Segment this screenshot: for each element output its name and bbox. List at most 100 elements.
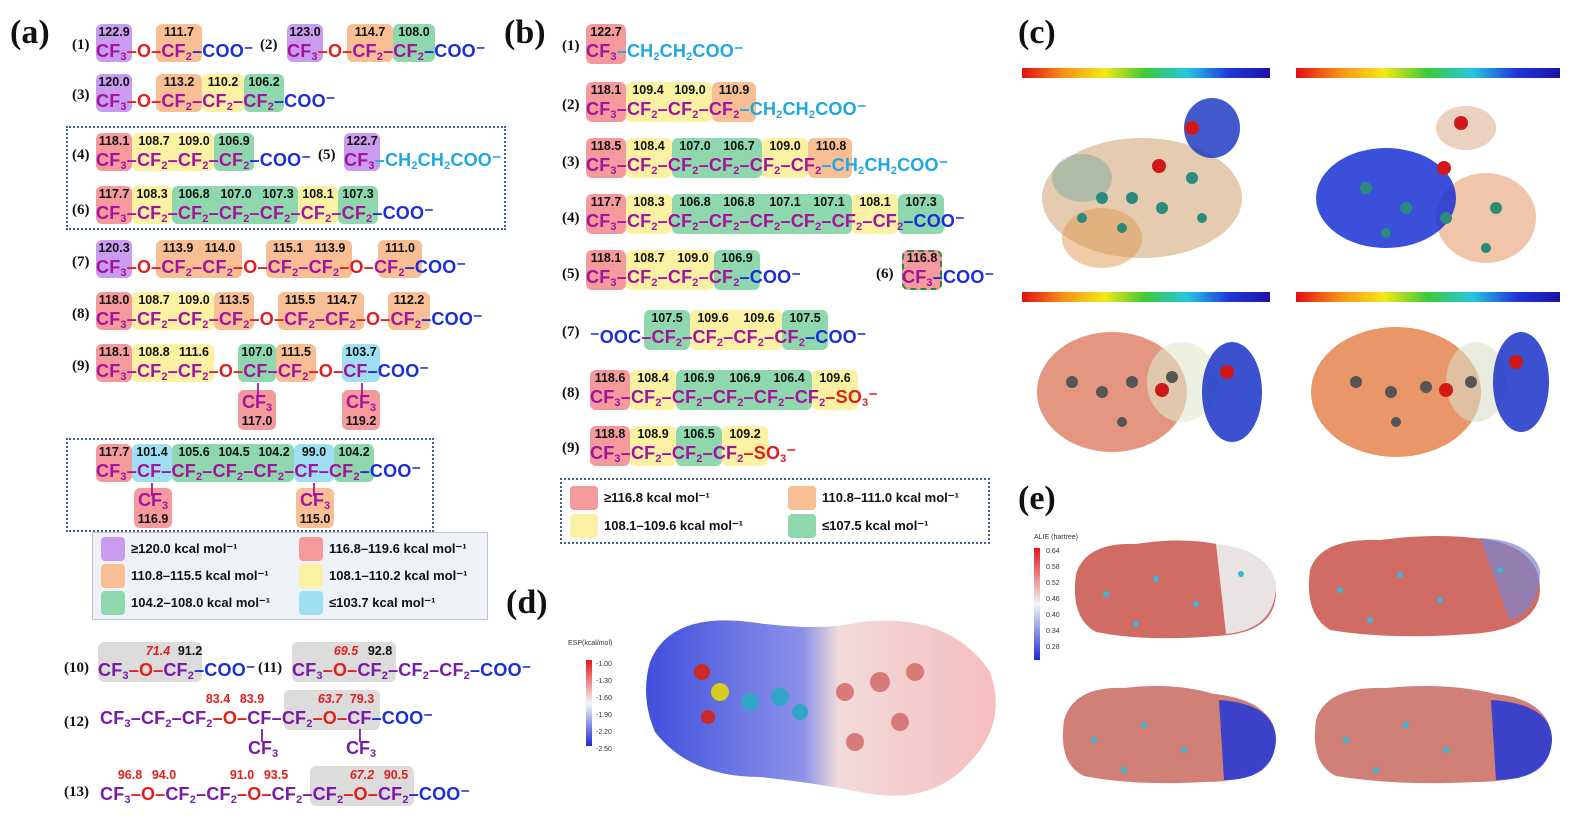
bde-label: 91.2 [177, 644, 203, 658]
bde-label: 120.3 [98, 241, 130, 255]
compound-number: (8) [72, 306, 90, 322]
bde-label: 71.4 [145, 644, 171, 658]
legend-item: 104.2–108.0 kcal mol⁻¹ [131, 595, 271, 610]
bde-label: 109.0 [769, 139, 801, 153]
bde-label: 111.7 [164, 25, 194, 39]
bde-label: 108.9 [637, 427, 669, 441]
legend-item: ≤107.5 kcal mol⁻¹ [822, 518, 929, 533]
compound-b9: 118.8 108.9 106.5 109.2 CF3–CF2–CF2–CF2–… [590, 426, 840, 472]
compound-b8: 118.6 108.4 106.9 106.9 106.4 109.6 CF3–… [590, 370, 920, 416]
bde-label: 109.0 [178, 293, 210, 307]
bde-label: 101.4 [136, 445, 168, 459]
bde-label: 107.5 [651, 311, 683, 325]
compound-a10: 71.4 91.2 CF3–O–CF2–COO⁻ [96, 642, 266, 688]
alie-map-e2 [1300, 530, 1550, 642]
formula: CF3–O–CF2–CF2–CF2–COO⁻ [96, 91, 336, 113]
bde-label: 115.1 [272, 241, 304, 255]
bde-label: 123.0 [289, 25, 321, 39]
formula: CF3–COO⁻ [902, 267, 995, 289]
bde-label: 106.4 [773, 371, 805, 385]
bde-label: 118.8 [594, 427, 626, 441]
legend-a: ≥120.0 kcal mol⁻¹ 116.8–119.6 kcal mol⁻¹… [92, 532, 488, 620]
formula: CF3–CF2–CF2–CF2–CF2–CF2–SO3⁻ [590, 387, 879, 409]
compound-number: (5) [318, 147, 336, 163]
bde-label: 109.6 [743, 311, 775, 325]
panel-label-c: (c) [1018, 14, 1056, 51]
formula: ⁻OOC–CF2–CF2–CF2–CF2–COO⁻ [590, 327, 867, 349]
bde-label: 113.5 [218, 293, 250, 307]
compound-a6: 117.7 108.3 106.8 107.0 107.3 108.1 107.… [96, 186, 446, 232]
esp-ticks: -1.00 -1.30 -1.60 -1.90 -2.20 -2.50 [596, 661, 612, 753]
esp-map-c1 [1022, 68, 1270, 280]
formula: CF3–O–CF2–COO⁻ [98, 660, 256, 682]
bde-label: 107.0 [241, 345, 273, 359]
alie-ticks: 0.64 0.58 0.52 0.46 0.40 0.34 0.28 [1046, 548, 1060, 651]
bde-label: 116.8 [906, 251, 938, 265]
bde-label: 114.7 [354, 25, 386, 39]
formula: CF3–O–CF2–COO⁻ [96, 41, 254, 63]
bde-label: 114.0 [204, 241, 236, 255]
formula: CF3–CF2–CF2–CF2–CF2–CF2–CH2CH2COO⁻ [586, 155, 949, 177]
panel-label-d: (d) [506, 584, 548, 621]
bde-label: 108.1 [302, 187, 334, 201]
legend-item: ≤103.7 kcal mol⁻¹ [329, 595, 436, 610]
compound-a13: 96.8 94.0 91.0 93.5 67.2 90.5 CF3–O–CF2–… [100, 766, 480, 812]
legend-item: 108.1–110.2 kcal mol⁻¹ [329, 568, 468, 583]
compound-a1: 122.9 111.7 CF3–O–CF2–COO⁻ [96, 24, 266, 70]
esp-surface-d [630, 602, 1010, 812]
bde-label: 117.0 [241, 414, 273, 428]
esp-map-c3 [1022, 292, 1270, 472]
compound-a12: 83.4 83.9 63.7 79.3 CF3–CF2–CF2–O–CF–CF2… [100, 690, 434, 760]
bde-label: 105.6 [178, 445, 210, 459]
compound-a9: 118.1 108.8 111.6 107.0 111.5 103.7 CF3–… [96, 344, 430, 430]
bde-label: 79.3 [349, 692, 375, 706]
bde-label: 106.2 [248, 75, 280, 89]
compound-a5: 122.7 CF3–CH2CH2COO⁻ [344, 133, 504, 179]
bde-label: 118.0 [98, 293, 130, 307]
bde-label: 110.8 [815, 139, 847, 153]
compound-number: (1) [562, 38, 580, 54]
legend-b: ≥116.8 kcal mol⁻¹ 110.8–111.0 kcal mol⁻¹… [560, 478, 990, 544]
bde-label: 115.5 [284, 293, 316, 307]
bde-label: 118.5 [590, 139, 622, 153]
compound-a3: 120.0 113.2 110.2 106.2 CF3–O–CF2–CF2–CF… [96, 74, 356, 120]
alie-map-e1 [1066, 534, 1282, 644]
panel-label-a: (a) [10, 14, 50, 51]
group-box [66, 438, 434, 532]
formula: CF3–CF2–CF2–O–CF–CF2–O–CF–COO⁻ [100, 708, 434, 730]
bde-label: 108.7 [138, 293, 170, 307]
legend-item: ≥116.8 kcal mol⁻¹ [604, 490, 710, 505]
bde-label: 111.0 [385, 241, 415, 255]
bde-label: 109.0 [674, 83, 706, 97]
formula: CF3–CF2–CF2–CF2–CF2–CF2–CF2–CF2–COO⁻ [586, 211, 965, 233]
bde-label: 122.9 [98, 25, 130, 39]
bde-label: 108.7 [633, 251, 665, 265]
bde-label: 109.0 [178, 134, 210, 148]
compound-b4: 117.7 108.3 106.8 106.8 107.1 107.1 108.… [586, 194, 1006, 240]
formula: CF3–CF2–CF2–CF2–COO⁻ [586, 267, 802, 289]
legend-item: 108.1–109.6 kcal mol⁻¹ [604, 518, 744, 533]
compound-b3: 118.5 108.4 107.0 106.7 109.0 110.8 CF3–… [586, 138, 996, 184]
bde-label: 107.5 [789, 311, 821, 325]
bde-label: 113.9 [314, 241, 346, 255]
compound-number: (1) [72, 37, 90, 53]
bde-label: 108.4 [637, 371, 669, 385]
group-box [66, 126, 506, 230]
bde-label: 106.8 [679, 195, 711, 209]
bde-label: 99.0 [301, 445, 327, 459]
formula: CF3–CH2CH2COO⁻ [344, 150, 502, 172]
bde-label: 108.3 [136, 187, 168, 201]
bde-label: 108.3 [633, 195, 665, 209]
compound-a7: 120.3 113.9 114.0 115.1 113.9 111.0 CF3–… [96, 240, 476, 286]
bde-label: 108.7 [138, 134, 170, 148]
bde-label: 117.7 [98, 187, 130, 201]
compound-a-branched: 117.7 101.4 105.6 104.5 104.2 99.0 104.2… [96, 444, 422, 528]
bde-label: 109.0 [677, 251, 709, 265]
bde-label: 106.5 [683, 427, 715, 441]
bde-label: 107.3 [342, 187, 374, 201]
formula: CF3–O–CF2–CF2–O–CF2–CF2–O–CF2–COO⁻ [100, 784, 471, 806]
compound-number: (3) [562, 154, 580, 170]
legend-item: 116.8–119.6 kcal mol⁻¹ [329, 541, 467, 556]
compound-b1: 122.7 CF3–CH2CH2COO⁻ [586, 24, 806, 70]
legend-item: 110.8–115.5 kcal mol⁻¹ [131, 568, 269, 583]
